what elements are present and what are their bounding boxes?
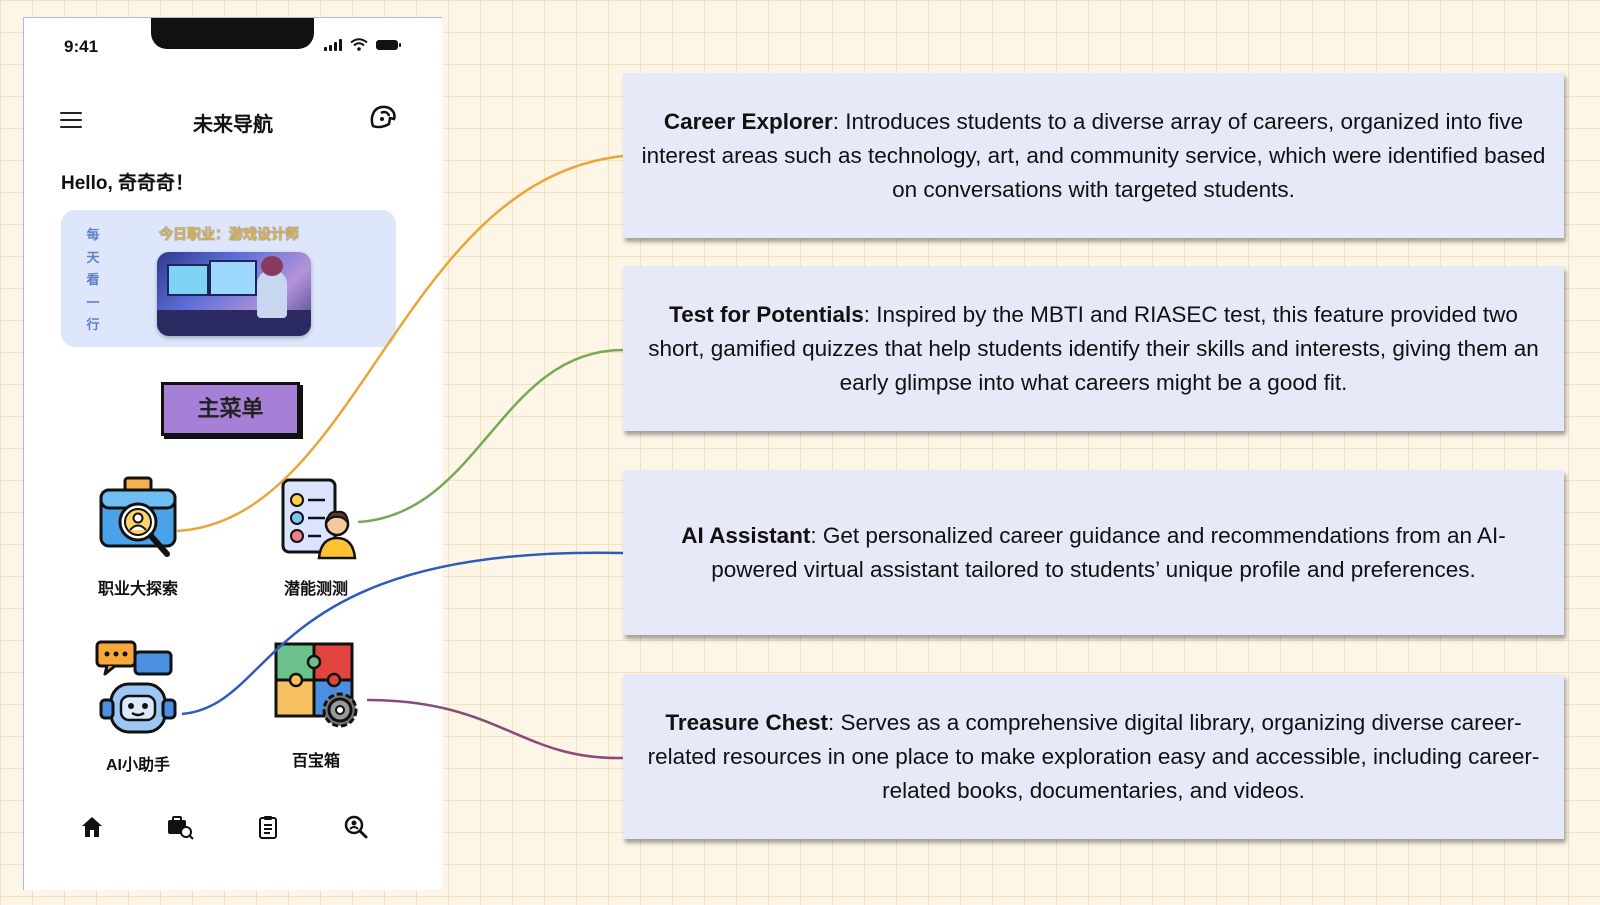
career-explorer-button[interactable]: 职业大探索 <box>78 474 198 599</box>
daily-career-caption: 今日职业：游戏设计师 <box>159 226 299 242</box>
status-time: 9:41 <box>64 37 99 56</box>
search-icon[interactable] <box>342 813 370 841</box>
ai-assistant-description: AI Assistant: Get personalized career gu… <box>623 470 1564 635</box>
treasure-chest-label: 百宝箱 <box>291 753 340 770</box>
clipboard-icon[interactable] <box>254 813 282 841</box>
battery-icon <box>376 39 401 50</box>
quiz-person-icon <box>281 478 357 560</box>
home-icon[interactable] <box>78 813 106 841</box>
career-explorer-label: 职业大探索 <box>97 581 178 598</box>
status-icons <box>324 38 401 51</box>
daily-vertical-label: 每 天 看 一 行 <box>86 227 100 332</box>
treasure-chest-description: Treasure Chest: Serves as a comprehensiv… <box>623 674 1564 839</box>
treasure-chest-button[interactable]: 百宝箱 <box>256 638 376 771</box>
test-for-potentials-description: Test for Potentials: Inspired by the MBT… <box>623 266 1564 431</box>
briefcase-search-icon <box>99 476 177 557</box>
ai-assistant-button[interactable]: AI小助手 <box>78 638 198 775</box>
potential-test-label: 潜能测测 <box>283 581 348 598</box>
signal-icon <box>324 38 342 51</box>
puzzle-gear-icon <box>274 642 358 728</box>
bottom-navigation <box>24 813 442 843</box>
phone-notch <box>151 18 314 49</box>
career-search-icon[interactable] <box>166 813 194 841</box>
ai-assistant-label: AI小助手 <box>105 757 170 774</box>
robot-chat-icon <box>95 640 177 734</box>
app-title: 未来导航 <box>193 114 273 136</box>
daily-career-card[interactable]: 每 天 看 一 行 今日职业：游戏设计师 <box>61 210 396 347</box>
greeting-text: Hello, 奇奇奇！ <box>61 173 195 194</box>
profile-icon[interactable] <box>369 104 397 130</box>
potential-test-button[interactable]: 潜能测测 <box>256 474 376 599</box>
game-designer-illustration <box>157 252 311 336</box>
hamburger-menu-icon[interactable] <box>60 112 82 128</box>
phone-screen: 9:41 未来导航 Hello, 奇奇奇！ 每 天 看 一 行 今日职业：游戏设… <box>23 17 442 890</box>
main-menu-button[interactable]: 主菜单 <box>161 382 300 436</box>
wifi-icon <box>350 38 368 51</box>
career-explorer-description: Career Explorer: Introduces students to … <box>623 73 1564 238</box>
